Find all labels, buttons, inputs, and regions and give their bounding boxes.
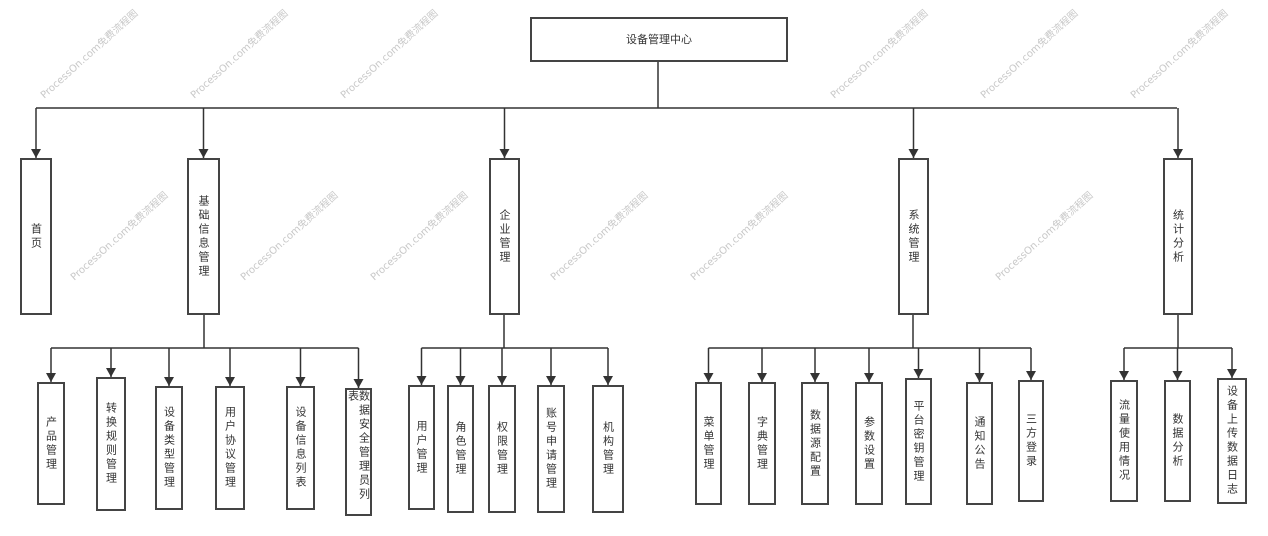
node-label: 转换规则管理 (104, 402, 118, 486)
node-label: 数据安全管理员列表 (346, 390, 371, 502)
arrowhead-icon (703, 373, 714, 382)
arrowhead-icon (1227, 369, 1237, 378)
node-stats_children-2[interactable]: 设备上传数据日志 (1217, 378, 1247, 504)
arrowhead-icon (603, 376, 613, 385)
node-label: 设备管理中心 (626, 33, 692, 46)
node-basic_info_children-3[interactable]: 用户协议管理 (215, 386, 245, 510)
node-label: 权限管理 (495, 421, 509, 477)
node-enterprise_children-4[interactable]: 机构管理 (592, 385, 624, 513)
arrowhead-icon (864, 373, 874, 382)
node-label: 首页 (29, 222, 43, 251)
node-label: 账号申请管理 (544, 407, 558, 491)
arrowhead-icon (106, 368, 116, 377)
arrowhead-icon (1173, 149, 1183, 158)
node-level1-1[interactable]: 基础信息管理 (187, 158, 220, 315)
node-system_children-3[interactable]: 参数设置 (855, 382, 883, 505)
arrowhead-icon (416, 376, 427, 385)
node-label: 通知公告 (973, 415, 986, 472)
node-label: 基础信息管理 (197, 194, 210, 279)
arrowhead-icon (757, 373, 767, 382)
node-label: 用户管理 (415, 419, 428, 476)
node-system_children-5[interactable]: 通知公告 (966, 382, 993, 505)
node-enterprise_children-1[interactable]: 角色管理 (447, 385, 474, 513)
node-level1-2[interactable]: 企业管理 (489, 158, 520, 315)
arrowhead-icon (499, 149, 510, 158)
node-stats_children-1[interactable]: 数据分析 (1164, 380, 1191, 502)
node-root[interactable]: 设备管理中心 (530, 17, 788, 62)
node-enterprise_children-3[interactable]: 账号申请管理 (537, 385, 565, 513)
node-label: 参数设置 (862, 415, 876, 472)
node-label: 设备类型管理 (162, 406, 176, 490)
arrowhead-icon (1026, 371, 1036, 380)
node-system_children-1[interactable]: 字典管理 (748, 382, 776, 505)
arrowhead-icon (1172, 371, 1183, 380)
arrowhead-icon (913, 369, 924, 378)
arrowhead-icon (1119, 371, 1129, 380)
node-enterprise_children-2[interactable]: 权限管理 (488, 385, 516, 513)
node-label: 数据分析 (1171, 413, 1184, 469)
node-basic_info_children-1[interactable]: 转换规则管理 (96, 377, 126, 511)
node-label: 流量使用情况 (1117, 399, 1131, 483)
node-label: 产品管理 (44, 415, 58, 472)
arrowhead-icon (353, 379, 364, 388)
node-label: 设备信息列表 (294, 406, 307, 490)
arrowhead-icon (455, 376, 466, 385)
node-label: 系统管理 (907, 208, 920, 265)
node-level1-4[interactable]: 统计分析 (1163, 158, 1193, 315)
arrowhead-icon (198, 149, 209, 158)
node-basic_info_children-4[interactable]: 设备信息列表 (286, 386, 315, 510)
node-label: 设备上传数据日志 (1225, 385, 1239, 497)
node-system_children-6[interactable]: 三方登录 (1018, 380, 1044, 502)
node-basic_info_children-2[interactable]: 设备类型管理 (155, 386, 183, 510)
arrowhead-icon (295, 377, 306, 386)
node-label: 企业管理 (498, 208, 511, 265)
node-label: 数据源配置 (808, 408, 822, 479)
node-label: 三方登录 (1024, 413, 1038, 469)
node-label: 字典管理 (755, 415, 769, 472)
node-label: 统计分析 (1171, 208, 1185, 265)
node-label: 机构管理 (601, 421, 615, 477)
node-level1-3[interactable]: 系统管理 (898, 158, 929, 315)
arrowhead-icon (164, 377, 174, 386)
node-stats_children-0[interactable]: 流量使用情况 (1110, 380, 1138, 502)
arrowhead-icon (908, 149, 919, 158)
arrowhead-icon (225, 377, 235, 386)
node-level1-0[interactable]: 首页 (20, 158, 52, 315)
arrowhead-icon (497, 376, 507, 385)
node-system_children-0[interactable]: 菜单管理 (695, 382, 722, 505)
node-enterprise_children-0[interactable]: 用户管理 (408, 385, 435, 510)
node-label: 平台密钥管理 (912, 399, 925, 484)
node-label: 角色管理 (454, 421, 467, 477)
node-system_children-2[interactable]: 数据源配置 (801, 382, 829, 505)
node-basic_info_children-0[interactable]: 产品管理 (37, 382, 65, 505)
arrowhead-icon (31, 149, 41, 158)
node-basic_info_children-5[interactable]: 数据安全管理员列表 (345, 388, 372, 516)
arrowhead-icon (974, 373, 985, 382)
node-label: 菜单管理 (702, 415, 715, 472)
arrowhead-icon (810, 373, 820, 382)
node-system_children-4[interactable]: 平台密钥管理 (905, 378, 932, 505)
arrowhead-icon (546, 376, 556, 385)
node-label: 用户协议管理 (223, 406, 237, 490)
arrowhead-icon (46, 373, 56, 382)
